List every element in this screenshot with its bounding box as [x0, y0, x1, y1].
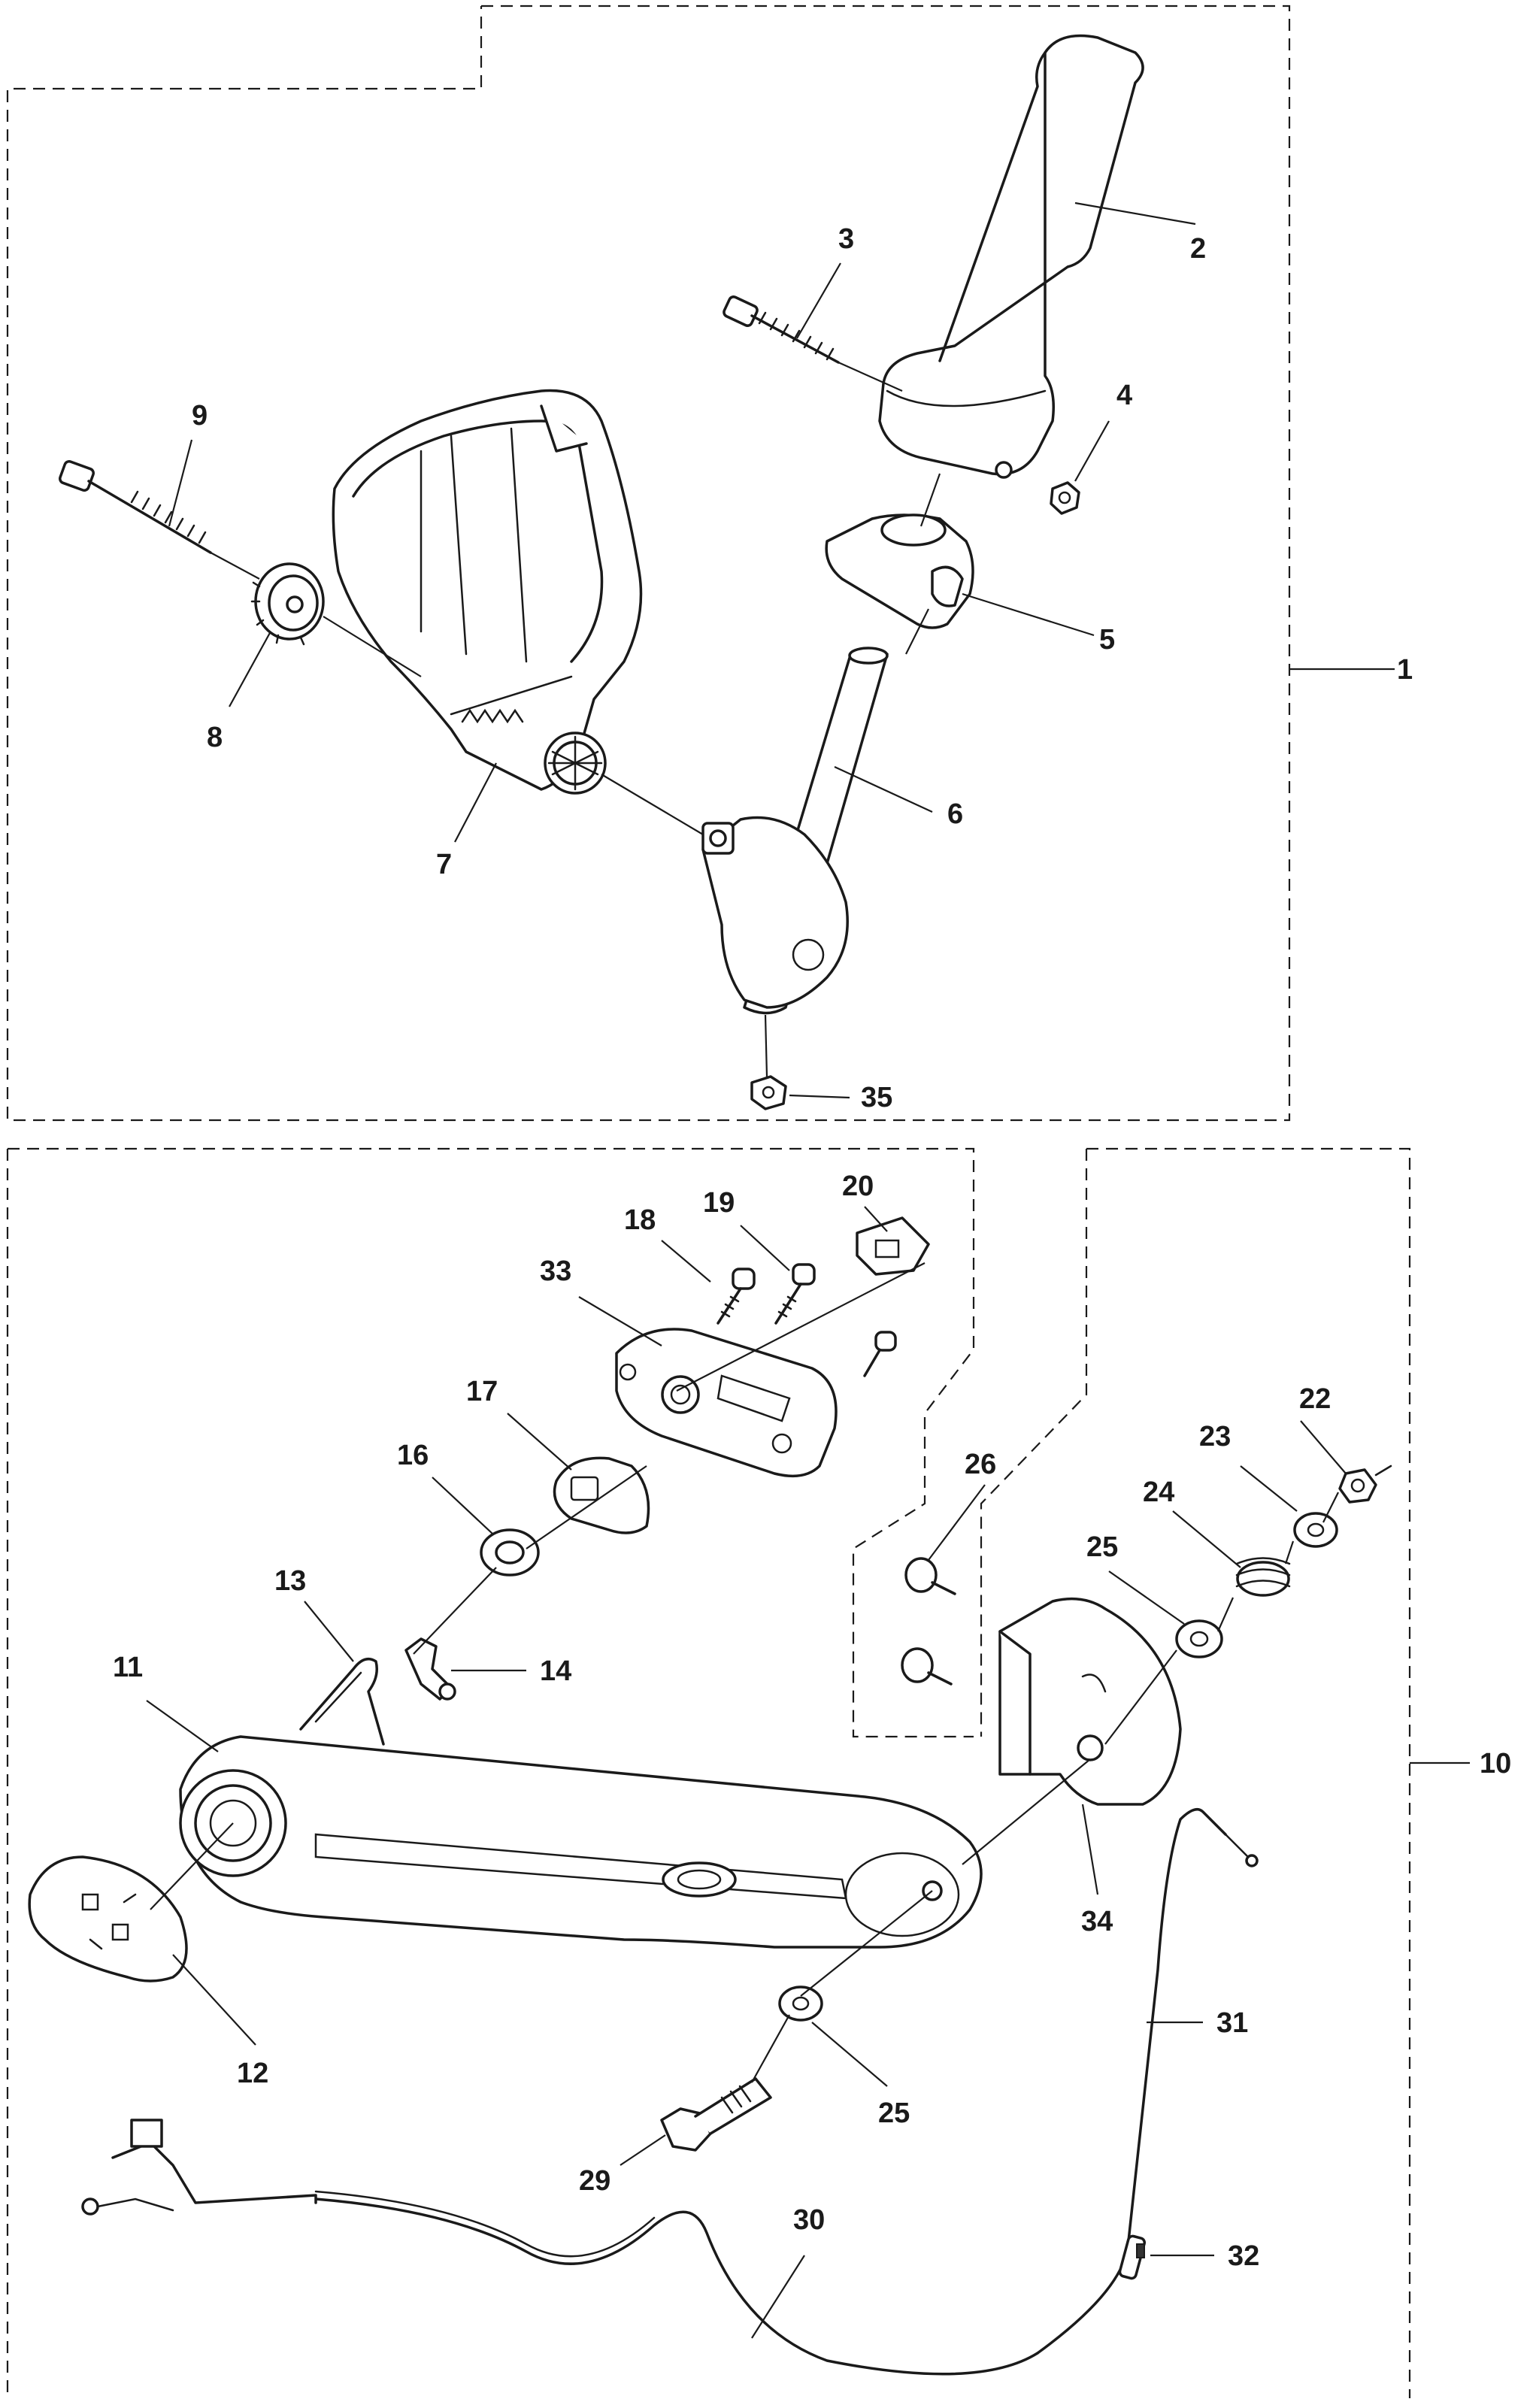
callout-25-upper: 25	[1086, 1531, 1118, 1563]
callout-7: 7	[436, 849, 452, 880]
callout-10: 10	[1480, 1748, 1511, 1779]
callout-13: 13	[274, 1565, 306, 1597]
square-nut-part-35	[750, 1075, 787, 1110]
callout-11: 11	[113, 1652, 143, 1683]
callout-1: 1	[1397, 654, 1413, 686]
washer-part-25-lower	[778, 1985, 823, 2022]
screw-part-18	[716, 1268, 756, 1325]
callout-22: 22	[1299, 1383, 1331, 1415]
callout-5: 5	[1099, 624, 1115, 656]
nut-part-22	[1338, 1464, 1392, 1504]
cable-part-30	[81, 2119, 1039, 2376]
callout-4: 4	[1116, 380, 1132, 411]
bushing-part-17	[553, 1456, 650, 1534]
screw-extra	[863, 1331, 897, 1377]
bracket-part-34	[998, 1597, 1182, 1806]
callout-26: 26	[965, 1449, 996, 1480]
washer-part-25-upper	[1175, 1619, 1223, 1658]
callout-25-lower: 25	[878, 2098, 910, 2129]
callout-34: 34	[1081, 1906, 1113, 1937]
callout-9: 9	[192, 400, 208, 432]
housing-part-33	[615, 1328, 838, 1478]
callout-16: 16	[397, 1440, 429, 1471]
callout-14: 14	[540, 1655, 571, 1687]
callout-32: 32	[1228, 2240, 1259, 2272]
group-boundary-lower-right	[980, 1147, 1411, 2398]
callout-2: 2	[1190, 233, 1206, 265]
bolt-part-29	[660, 2077, 772, 2152]
connector-part-32	[1118, 2234, 1147, 2280]
nut-part-4	[1050, 481, 1080, 515]
end-cap-part-12	[28, 1855, 188, 1982]
serrated-disc	[544, 731, 607, 795]
assembly-guides-lower	[150, 1262, 1339, 2083]
callout-19: 19	[703, 1187, 735, 1219]
callout-31: 31	[1216, 2007, 1248, 2039]
callout-29: 29	[579, 2165, 610, 2197]
callout-30: 30	[793, 2204, 825, 2236]
small-lever-part-14	[404, 1637, 456, 1701]
screw-part-19	[774, 1263, 816, 1325]
clamp-block-part-5	[825, 513, 974, 629]
washer-part-23	[1293, 1512, 1338, 1548]
callout-33: 33	[540, 1255, 571, 1287]
callout-12: 12	[237, 2058, 268, 2089]
cable-part-31	[1036, 1807, 1259, 2355]
callout-8: 8	[207, 722, 223, 753]
callout-labels: 1 2 3 4 5 6 7 8 9 35 10 11 12 13 14 16 1…	[113, 223, 1511, 2272]
screw-part-26	[901, 1557, 956, 1686]
washer-part-16	[480, 1528, 540, 1577]
spring-clip-part-13	[299, 1657, 385, 1746]
callout-6: 6	[947, 798, 963, 830]
callout-18: 18	[624, 1204, 656, 1236]
callout-17: 17	[466, 1376, 498, 1407]
group-boundary-upper	[6, 5, 1291, 1122]
callout-20: 20	[842, 1171, 874, 1202]
group-boundary-lower-left	[6, 1147, 975, 2398]
clamp-ring-part-7	[332, 389, 643, 791]
callout-35: 35	[861, 1082, 892, 1113]
handle-grip-part	[878, 34, 1144, 479]
arm-part-11	[179, 1735, 983, 1949]
spring-part-24	[1235, 1557, 1291, 1597]
knob-part-8	[250, 562, 325, 646]
assembly-guides-upper	[210, 361, 941, 1077]
callout-23: 23	[1199, 1421, 1231, 1452]
callout-3: 3	[838, 223, 854, 255]
square-insert-part-20	[856, 1216, 930, 1276]
callout-leaders	[146, 201, 1470, 2339]
bolt-part-9	[59, 460, 212, 554]
swivel-joint	[701, 816, 849, 1009]
callout-24: 24	[1143, 1477, 1174, 1508]
bolt-part-3	[723, 295, 840, 364]
